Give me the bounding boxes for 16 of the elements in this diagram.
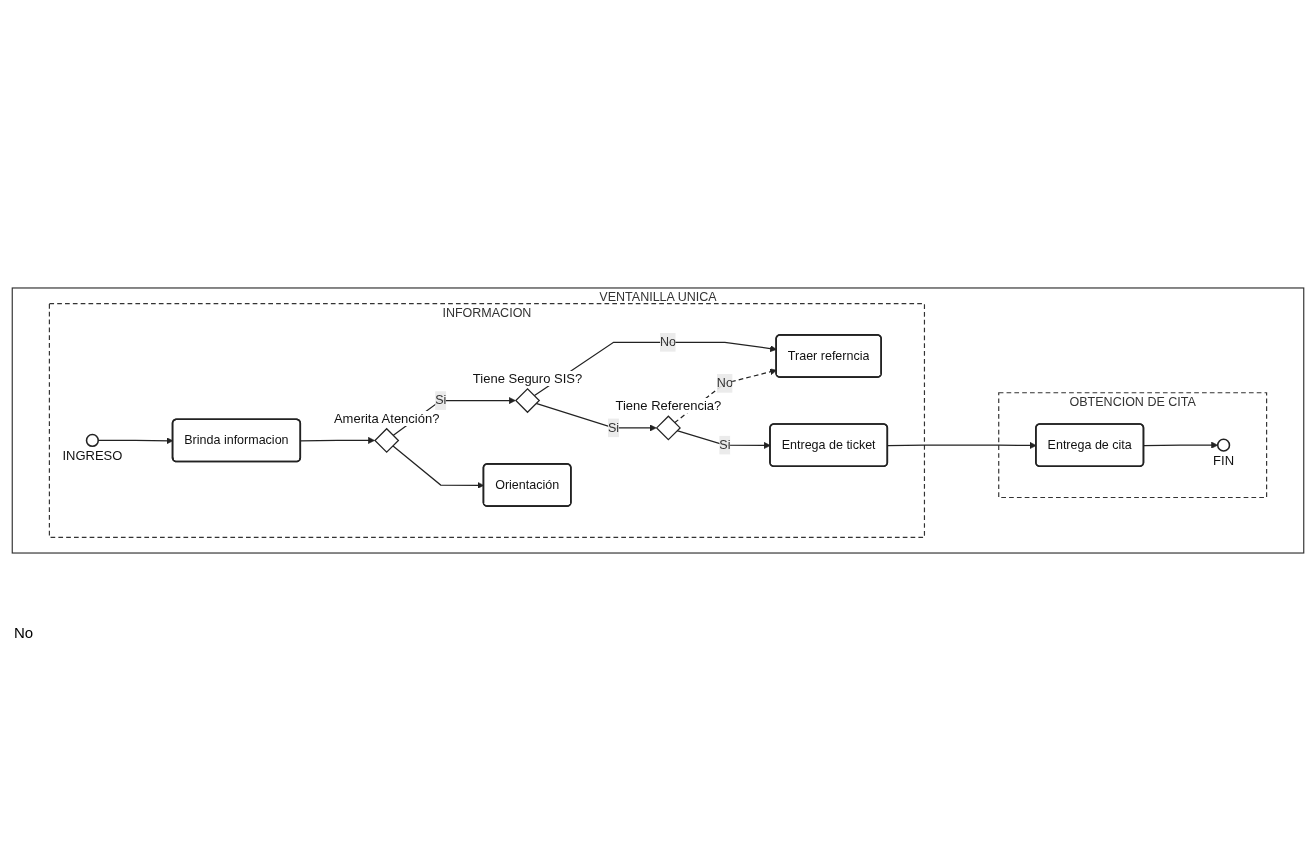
note-label: No xyxy=(14,624,34,641)
node-diamond xyxy=(514,387,541,414)
arrow xyxy=(300,437,375,444)
node-diamond xyxy=(374,427,400,454)
arrow xyxy=(1143,441,1219,449)
edge-label: Si xyxy=(607,420,620,435)
node-diamond xyxy=(655,415,681,441)
arrow xyxy=(535,402,657,432)
arrow xyxy=(673,368,777,424)
edge-label: Si xyxy=(719,438,731,452)
edge-label: No xyxy=(716,376,733,390)
node-circle xyxy=(1216,438,1231,452)
node-circle xyxy=(85,433,100,448)
edge-label: Si xyxy=(435,393,447,407)
edge-label: No xyxy=(659,335,676,349)
arrow xyxy=(533,341,777,397)
